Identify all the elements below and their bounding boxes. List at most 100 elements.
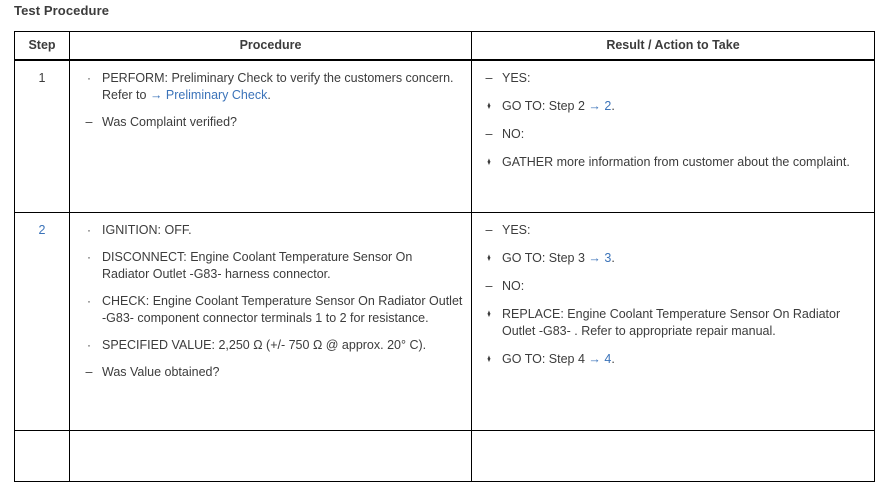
procedure-bullet-text: SPECIFIED VALUE: 2,250 Ω (+/- 750 Ω @ ap… <box>102 338 426 352</box>
dot-bullet-icon: · <box>87 223 91 237</box>
text-run: . <box>611 251 615 265</box>
text-run: . <box>267 88 271 102</box>
result-bullet-item: –YES: <box>480 222 866 239</box>
step-number-cell: 1 <box>14 59 70 213</box>
right-arrow-icon: → <box>588 99 601 113</box>
procedure-bullet-item: · SPECIFIED VALUE: 2,250 Ω (+/- 750 Ω @ a… <box>78 337 463 354</box>
procedure-bullet-item: · DISCONNECT: Engine Coolant Temperature … <box>78 249 463 283</box>
page-title: Test Procedure <box>14 3 110 18</box>
dot-bullet-icon: · <box>87 338 91 352</box>
reference-link[interactable]: 2 <box>604 99 612 113</box>
procedure-bullet-text: IGNITION: OFF. <box>102 223 192 237</box>
text-run: GATHER more information from customer ab… <box>502 155 850 169</box>
dash-bullet-icon: – <box>85 365 93 379</box>
result-bullet-text: NO: <box>502 127 524 141</box>
procedure-bullet-item: · IGNITION: OFF. <box>78 222 463 239</box>
test-procedure-page: Test Procedure Step Procedure Result / A… <box>14 3 875 482</box>
step-number-cell: 2 <box>14 212 70 431</box>
result-bullet-item: ♦ GO TO: Step 4 → 4. <box>480 351 866 368</box>
result-bullet-item: ♦ GO TO: Step 3 → 3. <box>480 250 866 267</box>
result-bullet-item: ♦ GATHER more information from customer a… <box>480 154 866 171</box>
procedure-bullet-text: CHECK: Engine Coolant Temperature Sensor… <box>102 294 462 325</box>
diamond-bullet-icon: ♦ <box>487 252 491 264</box>
text-run: SPECIFIED VALUE: 2,250 Ω (+/- 750 Ω @ ap… <box>102 338 427 352</box>
procedure-bullet-item: · PERFORM: Preliminary Check to verify th… <box>78 70 463 104</box>
text-run: REPLACE: Engine Coolant Temperature Sens… <box>502 307 841 338</box>
dot-bullet-icon: · <box>87 250 91 264</box>
result-bullet-text: REPLACE: Engine Coolant Temperature Sens… <box>502 307 840 338</box>
step-number-link[interactable]: 2 <box>38 223 46 237</box>
result-bullet-item: –YES: <box>480 70 866 87</box>
column-header-step: Step <box>14 31 70 61</box>
dash-bullet-icon: – <box>485 127 493 141</box>
text-run: GO TO: Step 3 <box>502 251 589 265</box>
result-bullet-item: ♦ REPLACE: Engine Coolant Temperature Sen… <box>480 306 866 340</box>
result-bullet-item: –NO: <box>480 126 866 143</box>
diamond-bullet-icon: ♦ <box>487 308 491 320</box>
text-run: . <box>611 99 615 113</box>
result-bullet-text: GATHER more information from customer ab… <box>502 155 850 169</box>
diamond-bullet-icon: ♦ <box>487 353 491 365</box>
step-number-cell <box>14 430 70 482</box>
result-bullet-text: GO TO: Step 4 → 4. <box>502 352 615 366</box>
step-number: 1 <box>38 71 46 85</box>
text-run: Was Value obtained? <box>102 365 220 379</box>
procedure-cell <box>69 430 472 482</box>
reference-link[interactable]: Preliminary Check <box>165 88 268 102</box>
result-bullet-text: NO: <box>502 279 524 293</box>
dot-bullet-icon: · <box>87 71 91 85</box>
procedure-cell: · IGNITION: OFF. · DISCONNECT: Engine Coola… <box>69 212 472 431</box>
diamond-bullet-icon: ♦ <box>487 156 491 168</box>
table-row: 1 · PERFORM: Preliminary Check to verify t… <box>14 59 875 213</box>
result-bullet-item: ♦ GO TO: Step 2 → 2. <box>480 98 866 115</box>
result-bullet-list: –YES:♦GO TO: Step 3 → 3.–NO:♦REPLACE: En… <box>480 222 866 368</box>
procedure-cell: · PERFORM: Preliminary Check to verify th… <box>69 59 472 213</box>
procedure-bullet-text: DISCONNECT: Engine Coolant Temperature S… <box>102 250 412 281</box>
procedure-bullet-item: –Was Value obtained? <box>78 364 463 381</box>
text-run: YES: <box>502 71 531 85</box>
right-arrow-icon: → <box>588 352 601 366</box>
text-run: YES: <box>502 223 531 237</box>
table-header-row: Step Procedure Result / Action to Take <box>14 31 875 61</box>
table-row <box>14 430 875 482</box>
table-body: 1 · PERFORM: Preliminary Check to verify t… <box>14 59 875 482</box>
procedure-bullet-text: Was Complaint verified? <box>102 115 237 129</box>
dash-bullet-icon: – <box>85 115 93 129</box>
procedure-bullet-item: –Was Complaint verified? <box>78 114 463 131</box>
text-run: DISCONNECT: Engine Coolant Temperature S… <box>102 250 413 281</box>
text-run: . <box>611 352 615 366</box>
text-run: IGNITION: OFF. <box>102 223 192 237</box>
text-run: GO TO: Step 2 <box>502 99 589 113</box>
right-arrow-icon: → <box>149 88 163 102</box>
procedure-bullet-text: PERFORM: Preliminary Check to verify the… <box>102 71 454 102</box>
right-arrow-icon: → <box>588 251 601 265</box>
text-run: NO: <box>502 279 525 293</box>
result-cell: –YES:♦GO TO: Step 2 → 2.–NO:♦GATHER more… <box>471 59 875 213</box>
dash-bullet-icon: – <box>485 71 493 85</box>
diamond-bullet-icon: ♦ <box>487 100 491 112</box>
procedure-bullet-item: · CHECK: Engine Coolant Temperature Senso… <box>78 293 463 327</box>
column-header-result: Result / Action to Take <box>471 31 875 61</box>
reference-link[interactable]: 4 <box>604 352 612 366</box>
test-procedure-table: Step Procedure Result / Action to Take 1… <box>14 31 875 482</box>
result-bullet-text: YES: <box>502 71 531 85</box>
procedure-bullet-list: · PERFORM: Preliminary Check to verify th… <box>78 70 463 131</box>
text-run: PERFORM: Preliminary Check to verify the… <box>102 71 454 102</box>
reference-link[interactable]: 3 <box>604 251 612 265</box>
procedure-bullet-text: Was Value obtained? <box>102 365 219 379</box>
result-bullet-list: –YES:♦GO TO: Step 2 → 2.–NO:♦GATHER more… <box>480 70 866 171</box>
result-bullet-text: GO TO: Step 2 → 2. <box>502 99 615 113</box>
text-run: NO: <box>502 127 525 141</box>
column-header-procedure: Procedure <box>69 31 472 61</box>
procedure-bullet-list: · IGNITION: OFF. · DISCONNECT: Engine Coola… <box>78 222 463 381</box>
dash-bullet-icon: – <box>485 279 493 293</box>
dash-bullet-icon: – <box>485 223 493 237</box>
result-bullet-text: YES: <box>502 223 531 237</box>
text-run: GO TO: Step 4 <box>502 352 589 366</box>
result-cell <box>471 430 875 482</box>
result-cell: –YES:♦GO TO: Step 3 → 3.–NO:♦REPLACE: En… <box>471 212 875 431</box>
table-header: Step Procedure Result / Action to Take <box>14 31 875 61</box>
result-bullet-item: –NO: <box>480 278 866 295</box>
dot-bullet-icon: · <box>87 294 91 308</box>
result-bullet-text: GO TO: Step 3 → 3. <box>502 251 615 265</box>
